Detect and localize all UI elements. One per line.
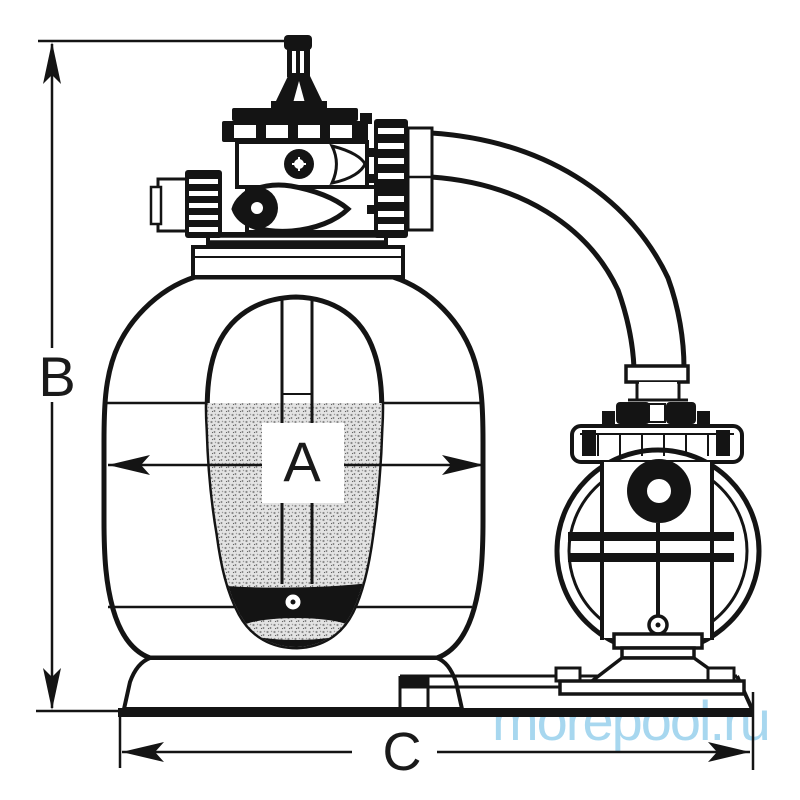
foot-tab — [706, 666, 736, 683]
c-arrowhead-right — [708, 742, 750, 762]
watermark: morepool.ru — [492, 689, 769, 752]
pump-fitting-gap — [648, 403, 666, 423]
dimension-c: C — [118, 692, 755, 782]
flange-slot — [266, 125, 288, 138]
clamp-bar — [568, 532, 734, 541]
shaft-ball-center — [655, 622, 661, 628]
nut-rib — [378, 128, 404, 134]
valve-top-plate — [232, 108, 358, 121]
left-port-fitting — [156, 177, 190, 233]
nut-rib — [378, 196, 404, 202]
flange-slot — [298, 125, 320, 138]
pump-fitting — [666, 402, 696, 424]
ground-line — [118, 708, 752, 717]
nut-rib — [378, 224, 404, 230]
dimension-b: B — [36, 39, 286, 713]
pump-eye-hole — [647, 479, 671, 503]
pump-inlet-pipe — [639, 382, 677, 400]
foot-tab — [554, 666, 582, 683]
sight-glass-center — [251, 202, 263, 214]
flange-slot — [234, 125, 256, 138]
pump-fitting — [616, 402, 650, 424]
nut-rib — [378, 173, 404, 179]
lid-lug — [716, 430, 730, 456]
c-label: C — [383, 722, 422, 782]
gap-block — [367, 205, 374, 214]
pump-fitting-lug — [602, 411, 615, 424]
a-label-box — [262, 423, 344, 503]
handle-slot — [292, 51, 296, 73]
flange-slot — [330, 125, 352, 138]
hose-outer-edge — [430, 130, 687, 369]
valve-corner-block — [360, 113, 372, 124]
pedestal-flare — [586, 656, 732, 683]
pump — [554, 364, 762, 696]
a-arrowhead-right — [442, 455, 484, 475]
nut-rib — [189, 203, 218, 208]
handle-knob — [284, 35, 312, 50]
pump-inlet-collar — [624, 364, 690, 384]
dimension-a: A — [108, 423, 484, 503]
nut-rib — [378, 211, 404, 217]
lid-lug — [582, 430, 596, 456]
right-port-fitting — [406, 126, 434, 232]
gap-block — [367, 174, 374, 183]
nut-rib — [189, 179, 218, 184]
sand-bottom-patch — [240, 618, 352, 640]
b-arrowhead-down — [43, 668, 61, 710]
nut-rib — [378, 158, 404, 164]
nut-rib — [189, 215, 218, 220]
handle-notch — [293, 81, 305, 103]
pump-foot — [558, 679, 746, 696]
pedestal-step — [612, 632, 704, 650]
multiport-valve — [149, 35, 434, 247]
handle-shaft — [287, 49, 310, 77]
connection-hose — [430, 130, 687, 369]
plate-left-tab — [400, 676, 428, 687]
nut-rib — [189, 227, 218, 232]
tank-neck — [191, 245, 405, 279]
c-arrowhead-left — [122, 742, 164, 762]
valve-port-detail — [329, 143, 367, 186]
b-label: B — [38, 345, 75, 408]
a-label: A — [283, 430, 321, 493]
pump-fitting-lug — [697, 411, 710, 424]
clamp-bar — [568, 553, 734, 562]
window-bolt-center — [290, 599, 296, 605]
handle-collar — [271, 101, 327, 109]
nut-rib — [189, 191, 218, 196]
left-port-step — [149, 185, 163, 226]
hose-inner-edge — [430, 174, 637, 369]
gap-block — [367, 148, 374, 157]
a-arrowhead-left — [108, 455, 150, 475]
b-arrowhead-up — [43, 42, 61, 84]
handle-slot — [300, 51, 304, 73]
nut-rib — [378, 143, 404, 149]
